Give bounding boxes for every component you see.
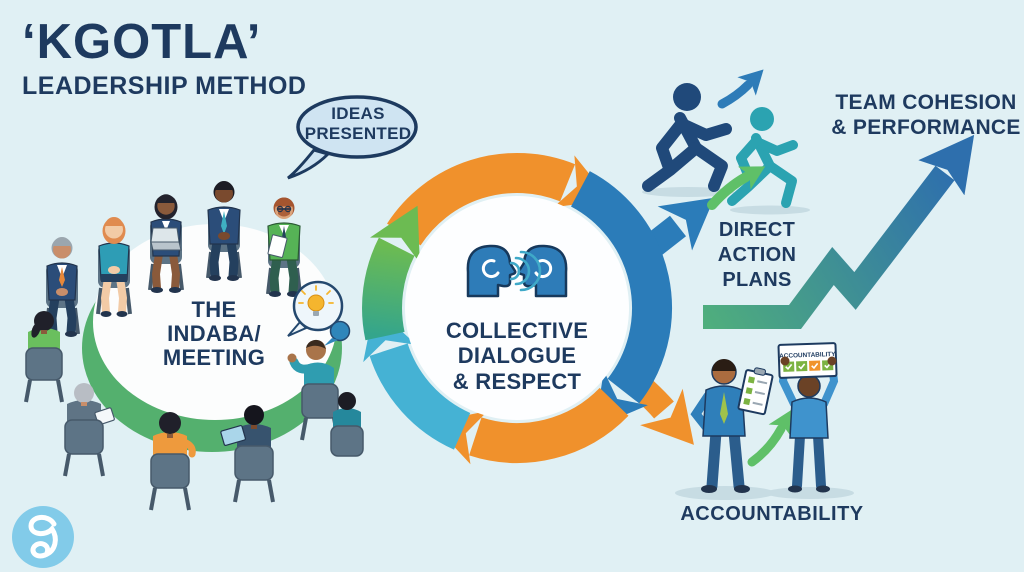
seated-person-back — [24, 311, 64, 403]
accountability-label: ACCOUNTABILITY — [680, 503, 864, 525]
paper-icon — [267, 234, 288, 258]
small-arrow-blue — [717, 69, 764, 109]
sign-label: ACCOUNTABILITY — [779, 351, 836, 360]
dialogue-heads-icon — [466, 244, 568, 298]
cycle-segment-green-left — [362, 205, 420, 341]
seated-person — [96, 217, 132, 317]
indaba-scene — [24, 181, 364, 511]
tablet-icon — [220, 424, 247, 446]
title-main: ‘KGOTLA’ — [22, 15, 262, 69]
seated-person-back — [149, 412, 196, 511]
page-title: ‘KGOTLA’ LEADERSHIP METHOD — [22, 16, 306, 100]
logo-badge — [12, 506, 74, 568]
small-arrow-green — [707, 166, 766, 210]
lightbulb-bubble — [287, 280, 351, 346]
runner-navy — [642, 83, 732, 192]
person-holding-sign: ACCOUNTABILITY — [777, 342, 839, 493]
laptop-icon — [150, 227, 182, 251]
direct-action-plans-label: DIRECT ACTION PLANS — [717, 219, 797, 291]
collective-dialogue-label: COLLECTIVE DIALOGUE & RESPECT — [445, 318, 589, 394]
sign-checks-icon — [783, 360, 834, 372]
clipboard-icon — [737, 367, 774, 416]
seated-person-back — [220, 405, 275, 503]
cycle-segment-lightblue-bottom — [363, 305, 471, 450]
ideas-presented-label: IDEAS PRESENTED — [304, 104, 412, 144]
seated-person — [266, 197, 302, 297]
seated-person — [148, 194, 184, 293]
seated-person-back — [330, 392, 364, 457]
growth-arrow — [703, 134, 975, 329]
ideas-bubble — [287, 95, 418, 180]
small-arrow-green-accountability — [747, 409, 792, 467]
cycle-segment-orange-bottom — [431, 387, 629, 465]
team-cohesion-label: TEAM COHESION & PERFORMANCE — [831, 91, 1021, 140]
direct-action-scene — [642, 69, 810, 215]
cycle-segment-blue-right — [570, 171, 672, 428]
dialogue-cycle — [362, 153, 715, 465]
sound-waves-icon — [509, 250, 542, 292]
seated-person-back — [63, 383, 115, 477]
lightbulb-icon — [298, 285, 334, 316]
manager-with-clipboard — [690, 359, 774, 493]
cycle-center-disc — [405, 196, 629, 420]
runner-teal — [727, 107, 798, 208]
indaba-meeting-label: THE INDABA/ MEETING — [162, 297, 266, 370]
seated-person — [206, 181, 242, 281]
accountability-sign: ACCOUNTABILITY — [777, 342, 838, 379]
seated-person-profile — [287, 339, 340, 441]
script-logo-icon — [28, 515, 58, 559]
title-subtitle: LEADERSHIP METHOD — [22, 71, 307, 100]
accountability-scene: ACCOUNTABILITY — [675, 342, 854, 500]
